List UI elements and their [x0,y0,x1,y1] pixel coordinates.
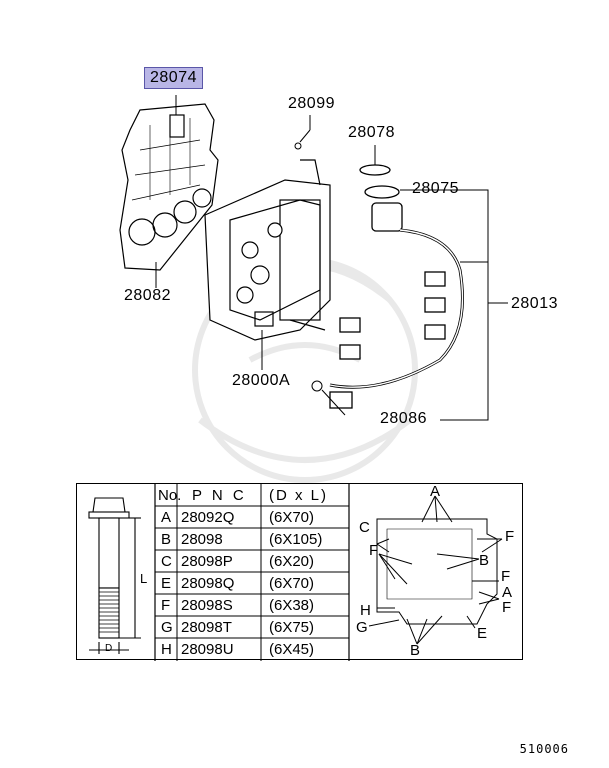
row-pnc: 28098 [181,531,223,548]
part-label-28000a: 28000A [232,372,291,389]
connector-28074 [169,114,185,138]
row-dl: (6X20) [269,553,315,570]
loc-letter-c: C [359,519,370,536]
row-pnc: 28098U [181,641,234,658]
loc-letter-g: G [356,619,368,636]
part-label-28086: 28086 [380,410,427,427]
row-dl: (6X38) [269,597,315,614]
diagram-code: 510006 [519,742,569,756]
bolt-location-diagram [368,495,503,645]
row-pnc: 28098P [181,553,233,570]
loc-letter-f: F [505,528,515,545]
bolt-length-label: L [140,571,148,586]
bolt-table-lines [88,484,503,661]
part-label-28099: 28099 [288,95,335,112]
loc-letter-a: A [430,483,441,500]
wire-harness-28013 [329,202,464,409]
o-ring-28075 [364,185,400,199]
loc-letter-f: F [369,542,379,559]
part-label-28013: 28013 [511,295,558,312]
part-label-28074: 28074 [144,67,203,89]
bolt-diameter-label: D [105,643,113,654]
header-dl: (D x L) [269,487,328,504]
loc-letter-f: F [502,599,512,616]
row-no: G [161,619,173,636]
bolt-table: L D No. P N C (D x L) A 28092Q (6X70) B … [76,483,523,661]
loc-letter-h: H [360,602,371,619]
row-pnc: 28098S [181,597,233,614]
row-no: H [161,641,172,658]
row-no: C [161,553,172,570]
row-dl: (6X70) [269,575,315,592]
loc-letter-f: F [501,568,511,585]
row-no: B [161,531,172,548]
loc-letter-a: A [502,584,513,601]
row-dl: (6X105) [269,531,323,548]
loc-letter-b: B [479,552,490,569]
snap-ring-28078 [359,164,391,176]
row-dl: (6X45) [269,641,315,658]
pin-28099 [294,142,302,150]
part-label-28078: 28078 [348,124,395,141]
row-no: E [161,575,172,592]
row-pnc: 28092Q [181,509,235,526]
header-no: No. [158,487,182,504]
loc-letter-b: B [410,642,421,659]
part-label-28082: 28082 [124,287,171,304]
gasket-plate-28082 [119,103,219,271]
row-dl: (6X75) [269,619,315,636]
row-dl: (6X70) [269,509,315,526]
row-no: F [161,597,171,614]
row-no: A [161,509,172,526]
row-pnc: 28098Q [181,575,235,592]
bolt-dimension-drawing [88,497,141,654]
part-label-28075: 28075 [412,180,459,197]
row-pnc: 28098T [181,619,232,636]
o-ring-28086 [311,380,323,392]
loc-letter-e: E [477,625,488,642]
header-pnc: P N C [192,487,247,504]
valve-body-28000a [204,159,331,341]
